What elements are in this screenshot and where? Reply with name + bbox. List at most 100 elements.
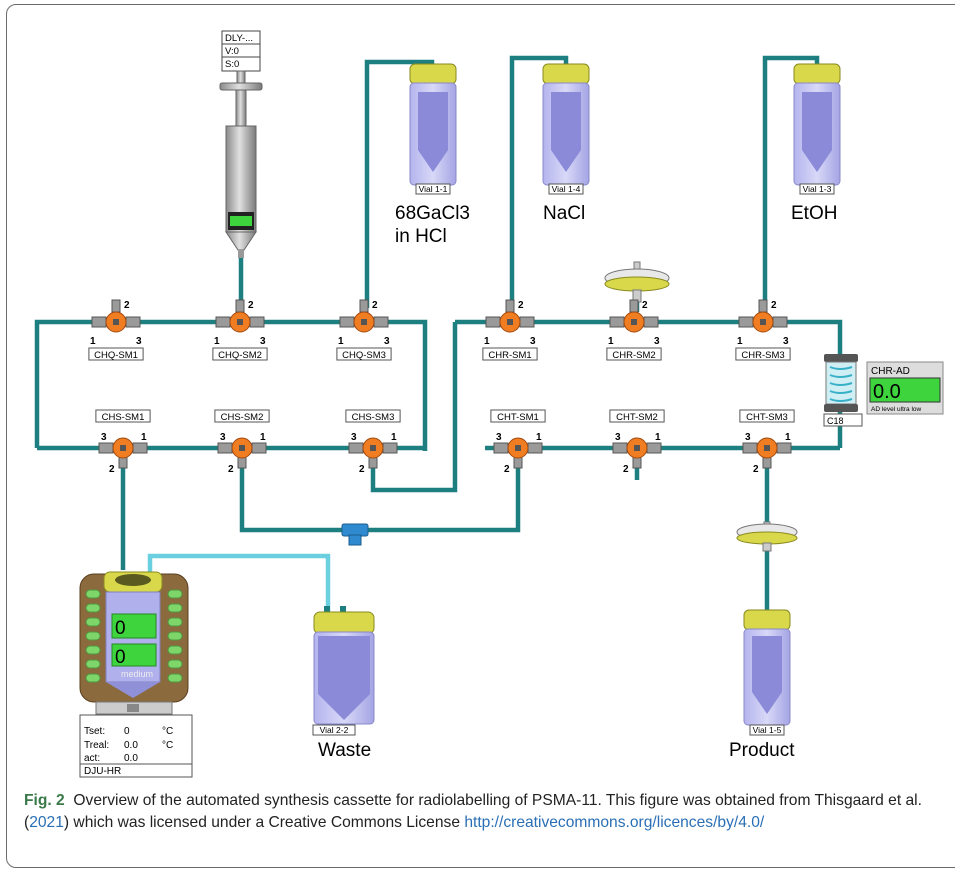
port-number: 3 [136,336,142,347]
product-vial: Vial 1-5 Product [729,609,795,761]
valve-chs-sm2[interactable] [217,437,267,469]
act-value: 0.0 [124,753,138,764]
reagent-2-name: NaCl [543,203,585,224]
detector-value: 0.0 [873,381,901,403]
valve-label-box [739,409,795,423]
valve-label-box [490,409,546,423]
tube-reactor-vent [147,553,331,612]
detector-name: CHR-AD [871,366,910,377]
port-number: 1 [214,336,220,347]
valve-label-box [212,347,268,361]
caption-text-2: ) which was licensed under a Creative Co… [63,814,465,831]
valve-chs-sm3[interactable] [348,437,398,469]
port-number: 3 [351,432,357,443]
reagent-1-name: 68GaCl3 [395,203,470,224]
tube-waste-bus [239,462,521,533]
reagent-3-name: EtOH [791,203,837,224]
tube-cross-link [370,322,458,493]
port-number: 1 [608,336,614,347]
valve-label: CHR-SM2 [612,350,655,361]
valve-chs-sm1[interactable] [98,437,148,469]
tset-value: 0 [124,726,130,737]
port-number: 2 [248,300,254,311]
valve-cht-sm3[interactable] [742,437,792,469]
valve-label-box [336,347,392,361]
valve-label: CHR-SM1 [488,350,531,361]
port-number: 1 [655,432,661,443]
caption-text: Overview of the automated synthesis cass… [24,792,922,831]
license-link[interactable]: http://creativecommons.org/licences/by/4… [464,814,765,831]
reactor-value-2: 0 [115,647,126,668]
reactor: 0 0 medium Tset: 0 °C Treal: 0.0 °C act:… [79,571,193,778]
reagent-vial-3: Vial 1-3 EtOH [791,63,841,224]
port-number: 2 [372,300,378,311]
valve-chq-sm3[interactable] [339,299,389,333]
port-number: 3 [384,336,390,347]
valve-chq-sm2[interactable] [215,299,265,333]
citation-year-link[interactable]: 2021 [29,814,64,831]
act-label: act: [84,753,100,764]
valve-chq-sm1[interactable] [91,299,141,333]
valve-label-box [609,409,665,423]
valve-label-box [482,347,538,361]
ad-detector: CHR-AD 0.0 AD level ultra low [866,361,944,415]
port-number: 3 [530,336,536,347]
detector-status: AD level ultra low [871,406,922,413]
treal-value: 0.0 [124,740,138,751]
vial-1-4-label: Vial 1-4 [552,184,581,194]
port-number: 2 [124,300,130,311]
port-number: 1 [260,432,266,443]
figure-number: Fig. 2 [24,792,65,809]
filter-top [604,261,670,303]
product-filter [736,521,798,552]
cassette-diagram: DLY-... V:0 S:0 Vial 1-1 68GaCl3 in HCl [34,30,944,778]
reagent-1-name-2: in HCl [395,226,447,247]
valve-label: CHQ-SM1 [94,350,138,361]
vial-1-3-label: Vial 1-3 [803,184,832,194]
valve-chr-sm3[interactable] [738,299,788,333]
valve-label: CHS-SM1 [102,412,145,423]
vial-1-1-label: Vial 1-1 [419,184,448,194]
port-number: 1 [536,432,542,443]
reagent-vial-1: Vial 1-1 68GaCl3 in HCl [395,63,470,247]
port-number: 1 [484,336,490,347]
treal-unit: °C [162,740,173,751]
valve-label-box [95,409,151,423]
waste-label: Waste [318,740,371,761]
waste-vial: Vial 2-2 Waste [312,606,375,761]
tset-label: Tset: [84,726,105,737]
figure-frame [6,4,955,868]
port-number: 2 [771,300,777,311]
syringe-pump: DLY-... V:0 S:0 [219,30,263,258]
product-label: Product [729,740,795,761]
figure-caption: Fig. 2 Overview of the automated synthes… [24,790,944,834]
port-number: 1 [141,432,147,443]
port-number: 2 [504,464,510,475]
port-number: 1 [737,336,743,347]
port-number: 3 [654,336,660,347]
port-number: 2 [753,464,759,475]
treal-label: Treal: [84,740,109,751]
valve-chr-sm1[interactable] [485,299,535,333]
valve-label: CHT-SM1 [497,412,539,423]
port-number: 1 [391,432,397,443]
port-number: 1 [90,336,96,347]
valve-label: CHT-SM3 [746,412,788,423]
valve-cht-sm1[interactable] [493,437,543,469]
valve-cht-sm2[interactable] [612,437,662,469]
port-number: 3 [260,336,266,347]
valve-chr-sm2[interactable] [609,299,659,333]
valve-label: CHS-SM3 [352,412,395,423]
valve-label-box [606,347,662,361]
tset-unit: °C [162,726,173,737]
syringe-speed: S:0 [225,59,239,70]
valve-label: CHQ-SM2 [218,350,262,361]
reactor-mode: medium [121,669,153,679]
valve-label-box [345,409,401,423]
port-number: 2 [623,464,629,475]
port-number: 3 [101,432,107,443]
valve-label: CHT-SM2 [616,412,658,423]
port-number: 2 [359,464,365,475]
